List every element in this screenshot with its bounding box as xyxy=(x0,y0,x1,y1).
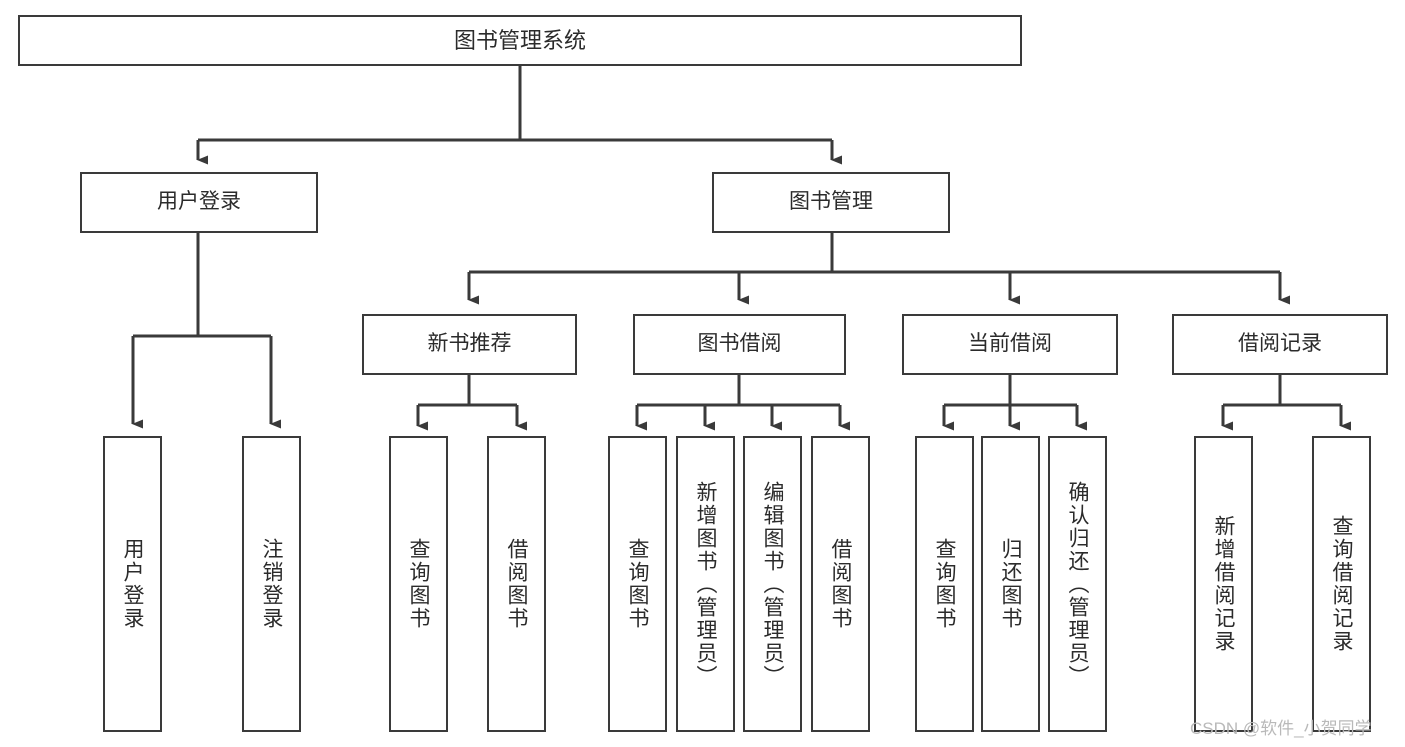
node-label: 查询图书 xyxy=(626,538,649,630)
node-label: 新增借阅记录 xyxy=(1212,515,1235,653)
leaf-add-borrow-record[interactable]: 新增借阅记录 xyxy=(1194,436,1253,732)
leaf-borrow-book[interactable]: 借阅图书 xyxy=(811,436,870,732)
node-label: 编辑图书（管理员） xyxy=(761,480,784,688)
leaf-user-login[interactable]: 用户登录 xyxy=(103,436,162,732)
node-label: 确认归还（管理员） xyxy=(1066,480,1089,688)
node-label: 当前借阅 xyxy=(968,332,1052,356)
leaf-query-borrow-record[interactable]: 查询借阅记录 xyxy=(1312,436,1371,732)
node-current-borrow[interactable]: 当前借阅 xyxy=(902,314,1118,375)
node-borrow-record[interactable]: 借阅记录 xyxy=(1172,314,1388,375)
node-label: 归还图书 xyxy=(999,538,1022,630)
node-user-login[interactable]: 用户登录 xyxy=(80,172,318,233)
node-label: 新增图书（管理员） xyxy=(694,480,717,688)
csdn-watermark: CSDN @软件_小贺同学 xyxy=(1190,719,1372,738)
leaf-query-book-current[interactable]: 查询图书 xyxy=(915,436,974,732)
node-label: 查询图书 xyxy=(407,538,430,630)
node-label: 借阅图书 xyxy=(829,538,852,630)
node-label: 图书管理系统 xyxy=(453,27,586,53)
leaf-query-book-recommend[interactable]: 查询图书 xyxy=(389,436,448,732)
leaf-logout[interactable]: 注销登录 xyxy=(242,436,301,732)
leaf-return-book[interactable]: 归还图书 xyxy=(981,436,1040,732)
node-label: 新书推荐 xyxy=(427,332,512,356)
leaf-confirm-return-admin[interactable]: 确认归还（管理员） xyxy=(1048,436,1107,732)
node-label: 查询借阅记录 xyxy=(1330,515,1353,653)
node-label: 借阅图书 xyxy=(505,538,528,630)
node-root-system[interactable]: 图书管理系统 xyxy=(18,15,1022,66)
node-book-borrow[interactable]: 图书借阅 xyxy=(633,314,846,375)
node-book-management[interactable]: 图书管理 xyxy=(712,172,950,233)
node-new-book-recommend[interactable]: 新书推荐 xyxy=(362,314,577,375)
leaf-add-book-admin[interactable]: 新增图书（管理员） xyxy=(676,436,735,732)
node-label: 用户登录 xyxy=(121,538,144,630)
node-label: 图书借阅 xyxy=(697,332,782,356)
node-label: 查询图书 xyxy=(933,538,956,630)
leaf-borrow-book-recommend[interactable]: 借阅图书 xyxy=(487,436,546,732)
node-label: 借阅记录 xyxy=(1238,332,1322,356)
leaf-query-book-borrow[interactable]: 查询图书 xyxy=(608,436,667,732)
node-label: 用户登录 xyxy=(157,190,241,214)
node-label: 图书管理 xyxy=(789,190,873,214)
node-label: 注销登录 xyxy=(260,538,283,630)
leaf-edit-book-admin[interactable]: 编辑图书（管理员） xyxy=(743,436,802,732)
